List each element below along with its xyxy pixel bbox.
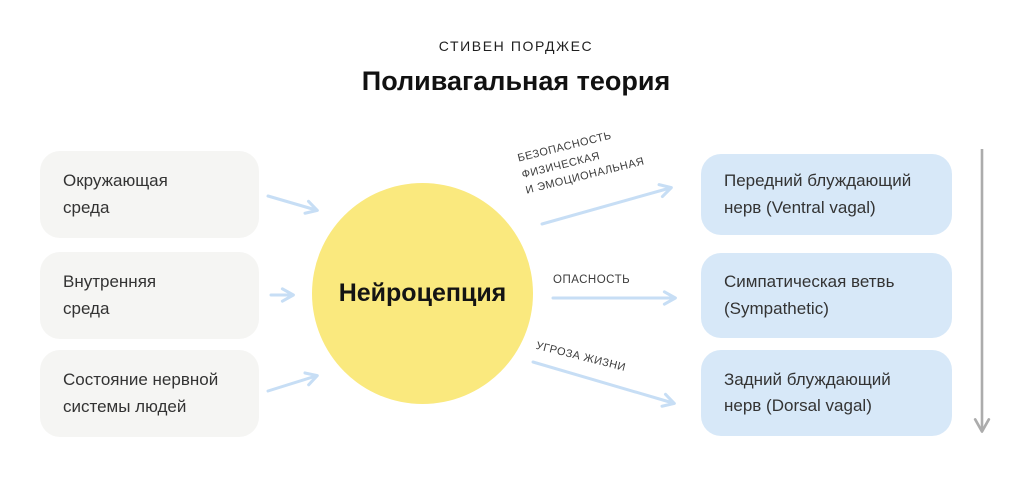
- input-box-internal: Внутренняя среда: [40, 252, 259, 339]
- danger-arrow-label: ОПАСНОСТЬ: [553, 274, 631, 286]
- output-box-label: Симпатическая ветвь (Sympathetic): [724, 272, 895, 318]
- output-box-sympathetic: Симпатическая ветвь (Sympathetic): [701, 253, 952, 338]
- safety-arrow: [540, 183, 673, 226]
- output-box-label: Передний блуждающий нерв (Ventral vagal): [724, 171, 912, 217]
- input-box-nervous-system: Состояние нервной системы людей: [40, 350, 259, 437]
- input-box-label: Состояние нервной системы людей: [63, 370, 219, 416]
- threat-arrow: [531, 360, 676, 408]
- input-box-label: Внутренняя среда: [63, 272, 157, 318]
- neuroception-label: Нейроцепция: [338, 279, 507, 307]
- neuroception-circle: Нейроцепция: [312, 183, 533, 404]
- output-box-dorsal-vagal: Задний блуждающий нерв (Dorsal vagal): [701, 350, 952, 436]
- author-name: СТИВЕН ПОРДЖЕС: [438, 38, 594, 54]
- page-title: Поливагальная теория: [361, 66, 671, 96]
- output-box-label: Задний блуждающий нерв (Dorsal vagal): [724, 369, 891, 415]
- output-box-ventral-vagal: Передний блуждающий нерв (Ventral vagal): [701, 154, 952, 235]
- input-box-environment: Окружающая среда: [40, 151, 259, 238]
- input-box-label: Окружающая среда: [63, 171, 168, 217]
- env-arrow: [266, 194, 319, 215]
- nervous-arrow: [266, 371, 319, 393]
